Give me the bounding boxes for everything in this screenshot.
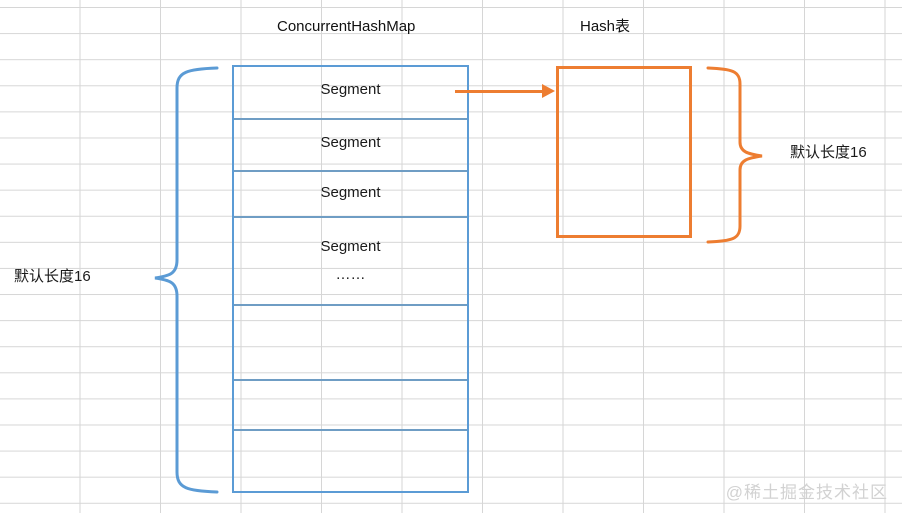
segment-to-hash-arrow-head [542, 84, 555, 98]
watermark: @稀土掘金技术社区 [725, 483, 888, 502]
table-row [234, 381, 467, 431]
left-default-length-label: 默认长度16 [14, 268, 91, 285]
left-curly-brace [154, 66, 219, 494]
segment-row-label-1: Segment [320, 81, 381, 98]
concurrenthashmap-title: ConcurrentHashMap [277, 18, 416, 35]
segment-table: Segment Segment Segment Segment …… [232, 65, 469, 493]
segment-row-label-4: Segment [320, 238, 381, 255]
segment-row-label-2: Segment [320, 134, 381, 151]
table-row [234, 431, 467, 491]
hash-table-box [556, 66, 692, 238]
segment-row-label-3: Segment [320, 184, 381, 201]
right-curly-brace [706, 66, 763, 244]
table-row: Segment [234, 67, 467, 120]
right-default-length-label: 默认长度16 [790, 144, 867, 161]
table-row: Segment [234, 172, 467, 218]
segment-row-ellipsis: …… [335, 266, 366, 283]
table-row [234, 306, 467, 381]
segment-to-hash-arrow-line [455, 90, 549, 93]
table-row: Segment …… [234, 218, 467, 306]
hash-table-title: Hash表 [580, 18, 631, 35]
table-row: Segment [234, 120, 467, 172]
